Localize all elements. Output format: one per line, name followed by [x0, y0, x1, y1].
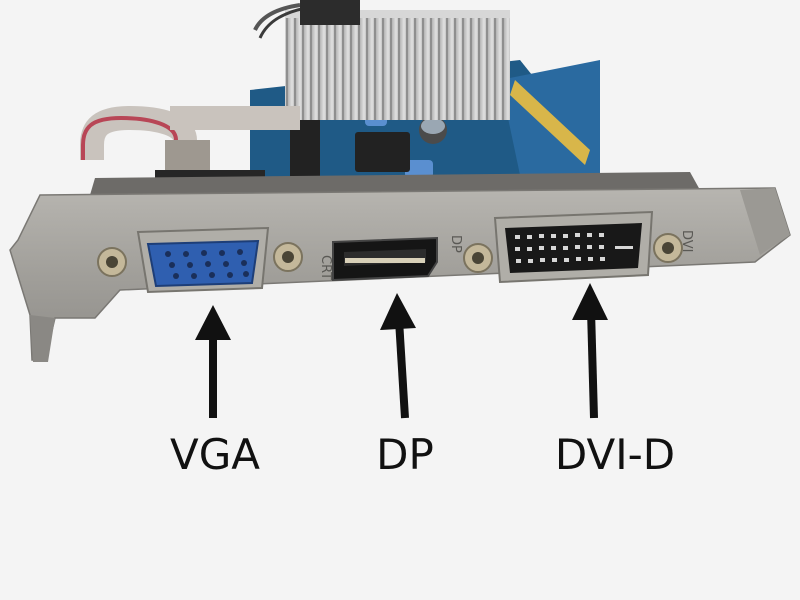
- dvi-port: [463, 210, 683, 284]
- fan-cable: [253, 0, 360, 39]
- vga-port: [97, 226, 303, 294]
- choke-chip: [355, 132, 410, 172]
- vga-pins: [165, 249, 249, 279]
- dvi-pins: [515, 233, 633, 263]
- bracket-print-dp: DP: [448, 235, 463, 253]
- dp-arrow: [380, 293, 416, 419]
- displayport-port: [332, 236, 438, 282]
- bracket-print-crt: CRT: [318, 255, 333, 280]
- heatsink: [285, 10, 510, 120]
- vga-label: VGA: [169, 430, 260, 479]
- vga-arrow: [195, 305, 231, 418]
- dp-label: DP: [376, 430, 434, 479]
- dvi-d-label: DVI-D: [554, 430, 676, 479]
- dvi-arrow: [572, 283, 608, 419]
- capacitor: [405, 160, 433, 178]
